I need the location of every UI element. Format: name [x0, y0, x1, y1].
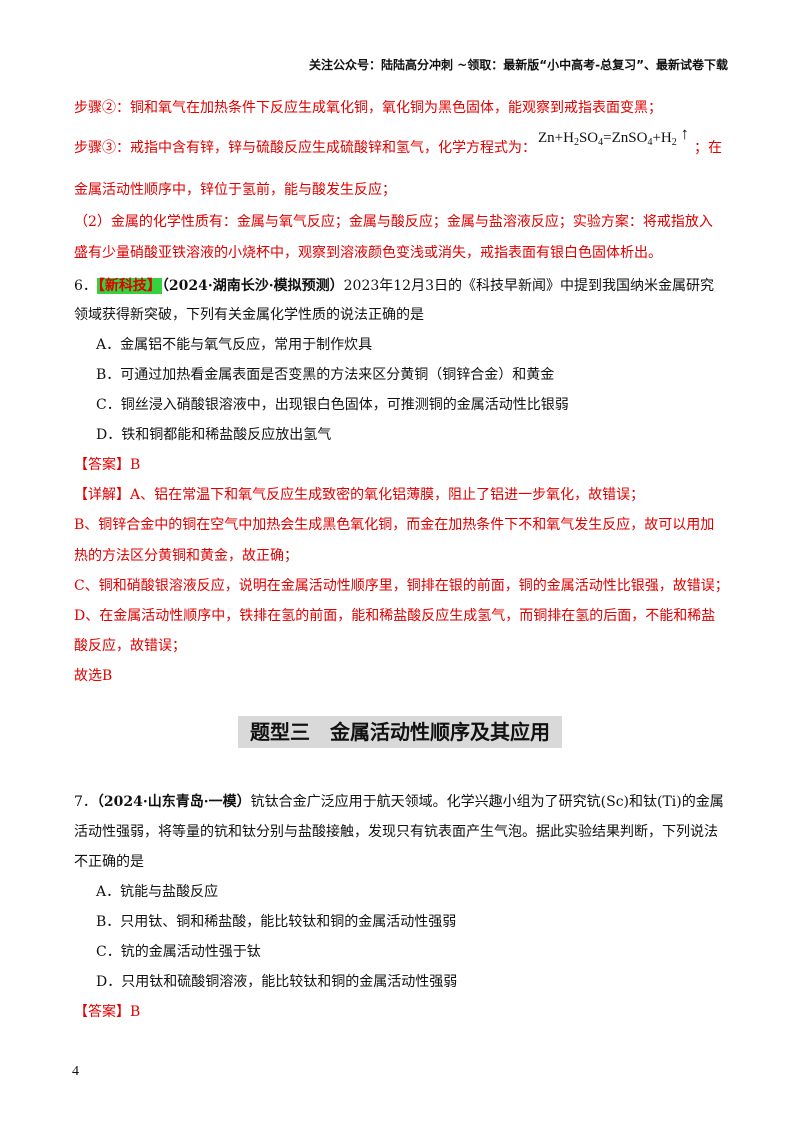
q7-source: （2024·山东青岛·一模） — [96, 794, 251, 810]
q7-stem-line2: 活动性强弱，将等量的钪和钛分别与盐酸接触，发现只有钪表面产生气泡。据此实验结果判… — [74, 824, 718, 840]
chemical-equation: Zn+H2SO4=ZnSO4+H2 ↑ — [538, 124, 689, 148]
q7-option-c: C．钪的金属活动性强于钛 — [96, 944, 261, 960]
q6-explain-a: 【详解】A、铝在常温下和氧气反应生成致密的氧化铝薄膜，阻止了铝进一步氧化，故错误… — [74, 487, 645, 503]
q2-answer-line1: （2）金属的化学性质有：金属与氧气反应；金属与酸反应；金属与盐溶液反应；实验方案… — [74, 214, 713, 230]
section-title: 题型三 金属活动性顺序及其应用 — [250, 720, 550, 744]
page-header: 关注公众号：陆陆高分冲刺 ~领取：最新版“小中高考-总复习”、最新试卷下载 — [309, 58, 728, 72]
q6-option-a: A．金属铝不能与氧气反应，常用于制作炊具 — [96, 337, 373, 353]
q6-explain-d2: 酸反应，故错误； — [74, 638, 186, 654]
q6-explain-b2: 热的方法区分黄铜和黄金，故正确； — [74, 548, 298, 564]
q6-tag: 【新科技】 — [96, 278, 162, 294]
q6-stem-line1: 6．【新科技】（2024·湖南长沙·模拟预测）2023年12月3日的《科技早新闻… — [74, 276, 714, 296]
q6-conclusion: 故选B — [74, 668, 113, 684]
q2-answer-line2: 盛有少量硝酸亚铁溶液的小烧杯中，观察到溶液颜色变浅或消失，戒指表面有银白色固体析… — [74, 245, 662, 261]
step3-text: 步骤③：戒指中含有锌，锌与硫酸反应生成硫酸锌和氢气，化学方程式为： — [74, 140, 536, 156]
q6-source: （2024·湖南长沙·模拟预测） — [161, 278, 344, 294]
q6-option-c: C．铜丝浸入硝酸银溶液中，出现银白色固体，可推测铜的金属活动性比银弱 — [96, 397, 569, 413]
q7-option-d: D．只用钛和硫酸铜溶液，能比较钛和铜的金属活动性强弱 — [96, 974, 458, 990]
q7-stem-line1: 7．（2024·山东青岛·一模）钪钛合金广泛应用于航天领域。化学兴趣小组为了研究… — [74, 792, 724, 812]
q6-stem-text: 2023年12月3日的《科技早新闻》中提到我国纳米金属研究 — [343, 278, 714, 294]
q7-answer: 【答案】B — [74, 1004, 141, 1020]
section-title-band — [238, 716, 562, 748]
q7-option-b: B．只用钛、铜和稀盐酸，能比较钛和铜的金属活动性强弱 — [96, 914, 457, 930]
q7-option-a: A．钪能与盐酸反应 — [96, 884, 219, 900]
q6-option-d: D．铁和铜都能和稀盐酸反应放出氢气 — [96, 427, 332, 443]
step3-continued: 金属活动性顺序中，锌位于氢前，能与酸发生反应； — [74, 182, 396, 198]
page-number: 4 — [72, 1064, 79, 1079]
step3-tail: ；在 — [694, 140, 722, 156]
q7-stem-line3: 不正确的是 — [74, 854, 144, 870]
q6-number: 6． — [74, 278, 97, 294]
q7-number: 7． — [74, 794, 97, 810]
q6-explain-c: C、铜和硝酸银溶液反应，说明在金属活动性顺序里，铜排在银的前面，铜的金属活动性比… — [74, 578, 729, 594]
q6-option-b: B．可通过加热看金属表面是否变黑的方法来区分黄铜（铜锌合金）和黄金 — [96, 367, 555, 383]
gas-arrow-icon: ↑ — [680, 124, 690, 143]
q6-answer: 【答案】B — [74, 457, 141, 473]
step2-line: 步骤②：铜和氧气在加热条件下反应生成氧化铜，氧化铜为黑色固体，能观察到戒指表面变… — [74, 100, 662, 116]
q6-stem-line2: 领域获得新突破，下列有关金属化学性质的说法正确的是 — [74, 307, 424, 323]
step3-line: 步骤③：戒指中含有锌，锌与硫酸反应生成硫酸锌和氢气，化学方程式为： — [74, 138, 536, 158]
q6-explain-d1: D、在金属活动性顺序中，铁排在氢的前面，能和稀盐酸反应生成氢气，而铜排在氢的后面… — [74, 608, 716, 624]
q6-explain-b1: B、铜锌合金中的铜在空气中加热会生成黑色氧化铜，而金在加热条件下不和氧气发生反应… — [74, 517, 715, 533]
q7-stem-text: 钪钛合金广泛应用于航天领域。化学兴趣小组为了研究钪(Sc)和钛(Ti)的金属 — [250, 794, 724, 810]
